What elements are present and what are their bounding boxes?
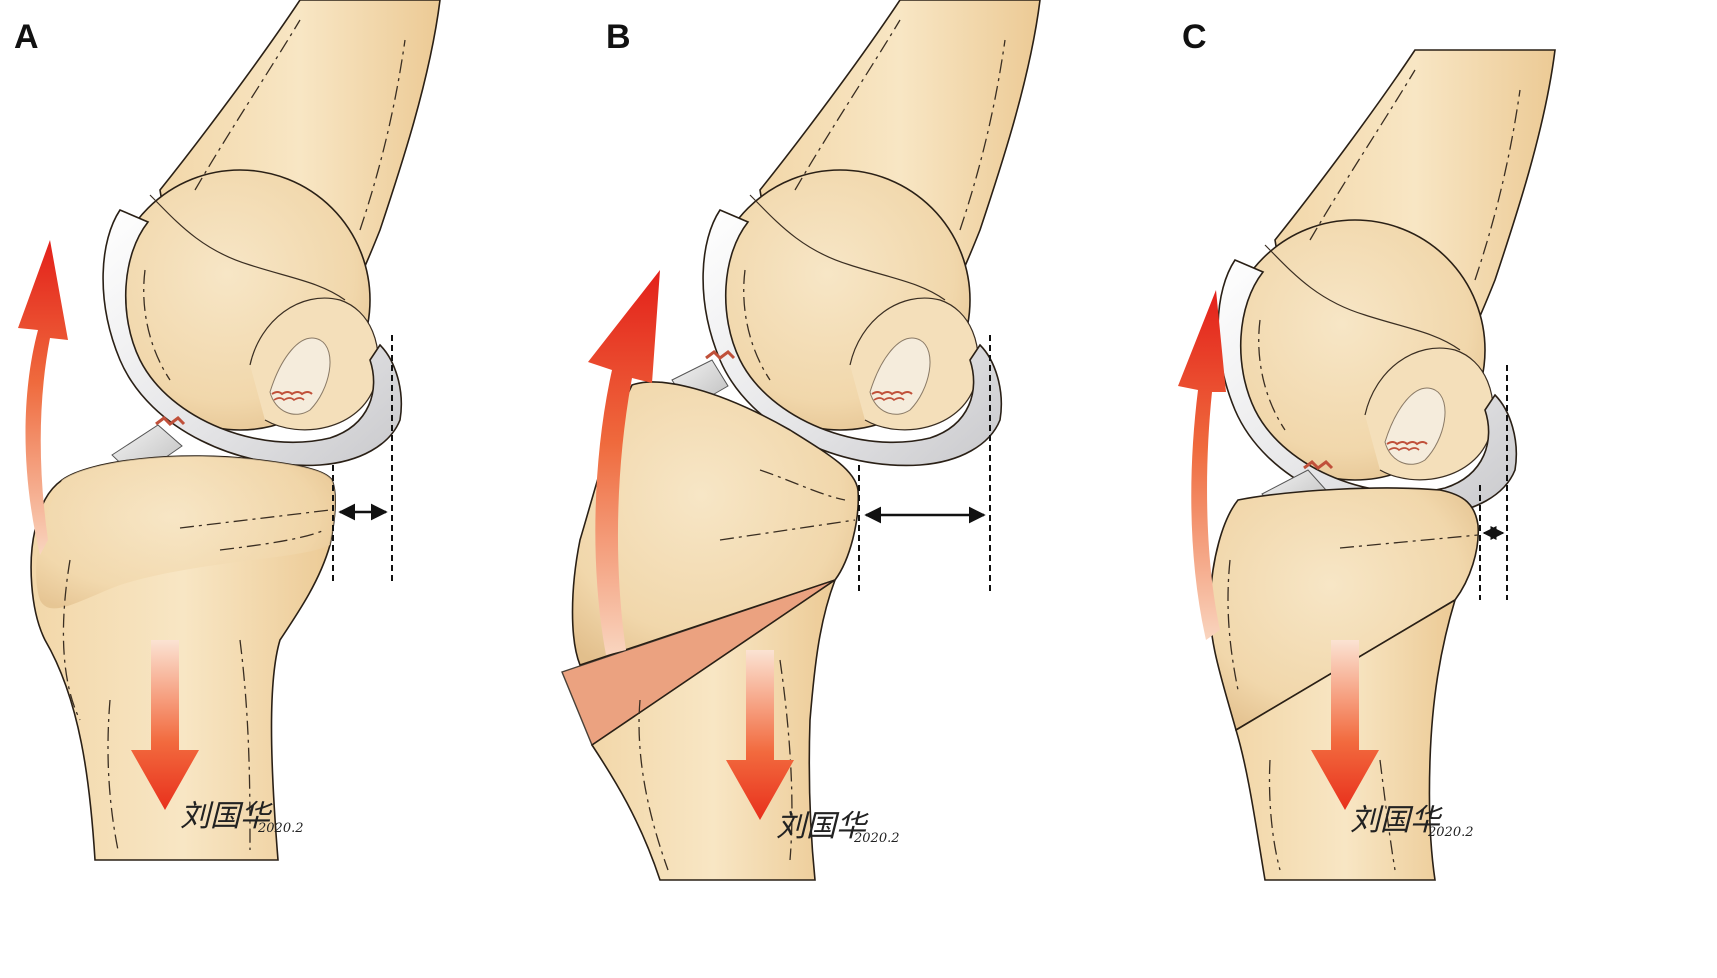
up-arrow-icon xyxy=(1178,290,1226,640)
panel-c-label: C xyxy=(1182,18,1207,56)
signature-date: 2020.2 xyxy=(257,821,304,836)
tibia-icon xyxy=(561,381,860,881)
panel-a-label: A xyxy=(14,18,39,56)
signature-date: 2020.2 xyxy=(853,831,900,846)
panel-c: C 刘国华 2020.2 xyxy=(1178,18,1556,881)
signature: 刘国华 xyxy=(180,799,273,834)
signature: 刘国华 xyxy=(1350,803,1443,838)
signature-date: 2020.2 xyxy=(1427,825,1474,840)
tibia-icon xyxy=(30,455,337,861)
panel-b-label: B xyxy=(606,18,631,56)
up-arrow-icon xyxy=(588,270,660,655)
up-arrow-icon xyxy=(18,240,68,555)
panel-a: A xyxy=(14,0,441,861)
signature: 刘国华 xyxy=(776,809,869,844)
panel-b: B xyxy=(561,0,1041,881)
